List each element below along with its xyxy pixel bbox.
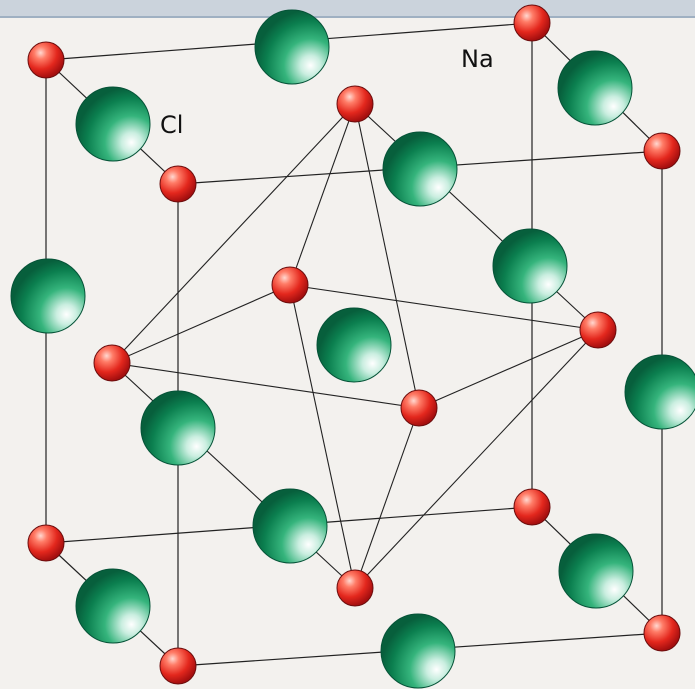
cl-atom [252, 488, 328, 564]
na-atom [27, 524, 65, 562]
na-atom [643, 132, 681, 170]
cl-atom [75, 568, 151, 644]
cl-atom [558, 533, 634, 609]
na-atom [579, 311, 617, 349]
chloride-atoms [10, 9, 695, 689]
na-label: Na [461, 45, 494, 73]
cl-atom [380, 613, 456, 689]
na-atom [336, 85, 374, 123]
cl-atom [10, 258, 86, 334]
cl-atom [624, 354, 695, 430]
na-atom [93, 344, 131, 382]
cl-atom [75, 86, 151, 162]
cl-atom [316, 307, 392, 383]
sodium-atoms [27, 4, 681, 685]
na-atom [513, 488, 551, 526]
cl-atom [254, 9, 330, 85]
cl-atom [492, 228, 568, 304]
na-atom [271, 266, 309, 304]
na-atom [27, 41, 65, 79]
na-atom [336, 569, 374, 607]
na-atom [513, 4, 551, 42]
cl-atom [140, 390, 216, 466]
na-atom [643, 614, 681, 652]
na-atom [159, 647, 197, 685]
cl-atom [557, 50, 633, 126]
na-atom [400, 389, 438, 427]
na-atom [159, 165, 197, 203]
cl-atom [382, 131, 458, 207]
cl-label: Cl [160, 111, 183, 139]
